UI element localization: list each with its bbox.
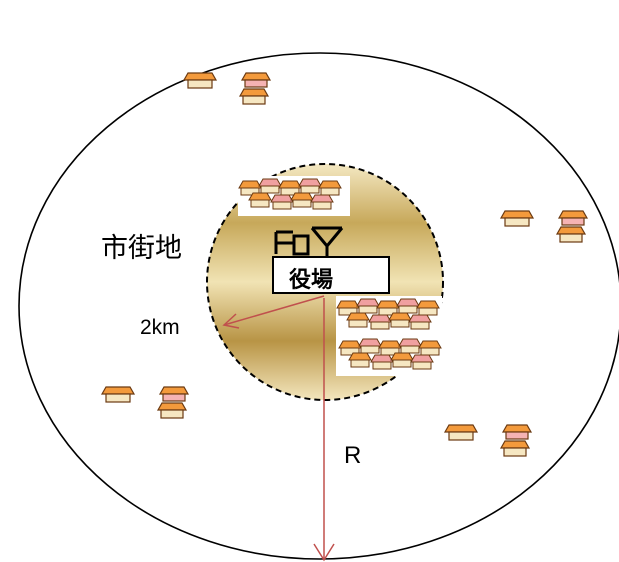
houses-icon bbox=[183, 72, 271, 105]
radius-2km-label: 2km bbox=[140, 316, 180, 339]
post-office-icon bbox=[274, 230, 310, 256]
houses-icon bbox=[444, 424, 532, 457]
houses-icon bbox=[239, 179, 341, 209]
houses-icon bbox=[500, 210, 588, 243]
houses-icon bbox=[101, 386, 189, 419]
radius-2km-arrow bbox=[222, 295, 325, 329]
outer-area-boundary bbox=[18, 52, 619, 560]
town-area-label: 市街地 bbox=[101, 233, 182, 264]
houses-icon bbox=[337, 299, 439, 329]
town-hall-box: 役場 bbox=[272, 256, 390, 294]
urban-area-boundary bbox=[206, 163, 444, 401]
town-hall-label: 役場 bbox=[288, 268, 333, 293]
houses-icon bbox=[339, 339, 441, 369]
radius-R-arrow bbox=[313, 298, 335, 562]
radius-R-label: R bbox=[344, 442, 362, 469]
